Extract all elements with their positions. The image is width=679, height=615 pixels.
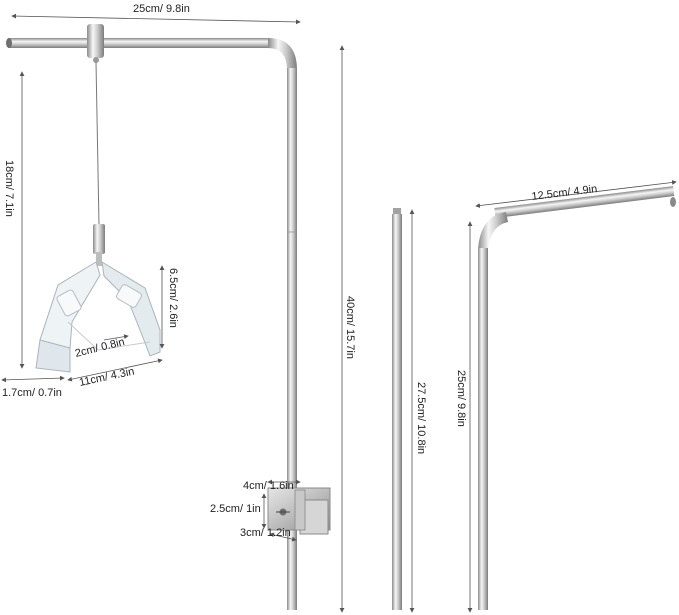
acrylic-clip (35, 261, 161, 373)
label-clamp-width: 4cm/ 1.6in (243, 480, 294, 492)
table-clamp (267, 487, 331, 535)
label-top-bar-length: 25cm/ 9.8in (133, 3, 190, 15)
clip-connector (93, 224, 105, 254)
bent-arm (478, 186, 676, 610)
label-clamp-depth: 3cm/ 1.2in (240, 527, 291, 539)
main-stand (6, 24, 331, 610)
label-clamp-opening: 2.5cm/ 1in (210, 503, 261, 515)
hanger-screw (93, 57, 99, 63)
label-clip-foot: 1.7cm/ 0.7in (2, 387, 62, 399)
hanger-block (87, 24, 104, 58)
label-bent-arm-vertical: 25cm/ 9.8in (455, 370, 467, 427)
label-extension-rod: 27.5cm/ 10.8in (415, 382, 427, 454)
clip-connector-stem (96, 252, 102, 266)
main-vertical-pole (287, 68, 297, 610)
dim-line-clip-inner (103, 334, 129, 341)
top-horizontal-bar (8, 38, 270, 48)
label-clip-inner-width: 2cm/ 0.8in (74, 336, 126, 360)
dim-line-top-bar (11, 13, 301, 25)
dim-line-clamp-depth (269, 532, 297, 542)
dim-line-clip-foot (1, 375, 65, 383)
suspension-cable (95, 61, 100, 226)
dim-line-clip-width (67, 358, 163, 382)
label-clip-width: 11cm/ 4.3in (78, 366, 135, 389)
bar-end-cap (6, 38, 12, 48)
label-main-pole-height: 40cm/ 15.7in (344, 296, 356, 359)
label-clip-height: 6.5cm/ 2.6in (167, 268, 179, 328)
label-hanging-drop: 18cm/ 7.1in (3, 160, 15, 217)
dim-line-bent-arm-horizontal (475, 180, 677, 208)
top-bend (268, 38, 297, 70)
extension-rod (392, 208, 402, 610)
